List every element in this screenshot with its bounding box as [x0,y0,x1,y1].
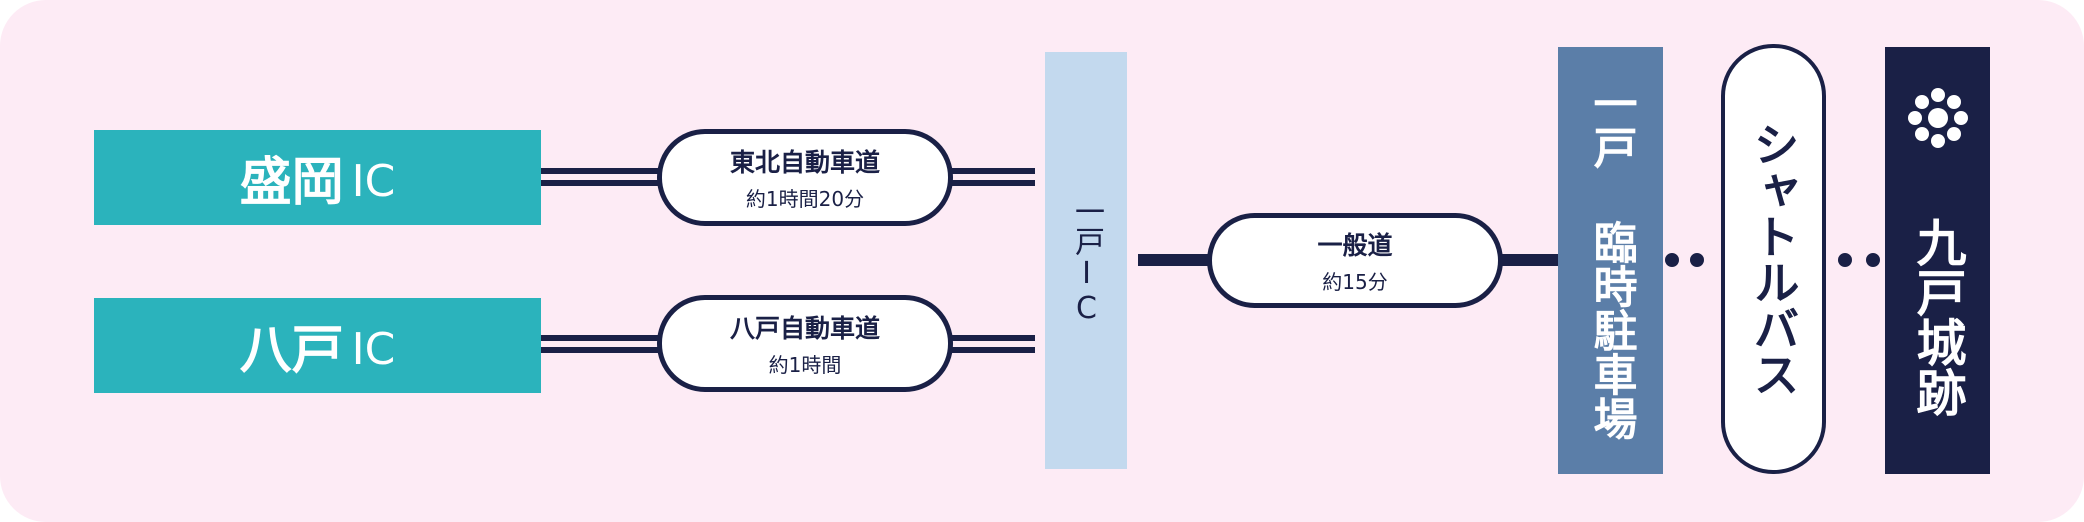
walk-dot [1690,253,1704,267]
route-hachinohe-expressway: 八戸自動車道 約1時間 [657,295,953,392]
route-title: 東北自動車道 [729,148,880,177]
road-line [1500,254,1560,266]
destination-label-wrap: 九戸城跡 [1885,167,1990,467]
parking-label: 一戸 臨時駐車場 [1585,81,1637,440]
castle-crest-icon [1908,88,1968,148]
origin-name: 八戸 [239,321,344,381]
expressway-line [950,168,1035,186]
route-time: 約1時間20分 [745,187,865,211]
junction-ichinohe-ic: 一戸IC [1045,52,1127,469]
destination-label: 九戸城跡 [1908,217,1967,417]
origin-hachinohe-ic: 八戸 IC [94,298,541,393]
route-title: 八戸自動車道 [729,314,880,343]
temporary-parking: 一戸 臨時駐車場 [1558,47,1663,474]
route-tohoku-expressway: 東北自動車道 約1時間20分 [657,129,953,226]
route-time: 約15分 [1322,270,1388,294]
walk-dot [1866,253,1880,267]
origin-suffix: IC [351,156,396,207]
origin-morioka-ic: 盛岡 IC [94,130,541,225]
expressway-line [950,335,1035,353]
walk-dot [1665,253,1679,267]
walk-dot [1838,253,1852,267]
expressway-line [541,168,661,186]
origin-name: 盛岡 [239,153,344,213]
origin-suffix: IC [351,324,396,375]
shuttle-label: シャトルバス [1746,121,1801,397]
route-local-road: 一般道 約15分 [1207,213,1503,308]
junction-label: 一戸IC [1069,195,1104,326]
route-time: 約1時間 [768,353,842,377]
shuttle-bus: シャトルバス [1721,44,1826,474]
route-title: 一般道 [1317,231,1393,260]
expressway-line [541,335,661,353]
road-line [1138,254,1210,266]
destination-kunohe-castle: 九戸城跡 [1885,47,1990,474]
